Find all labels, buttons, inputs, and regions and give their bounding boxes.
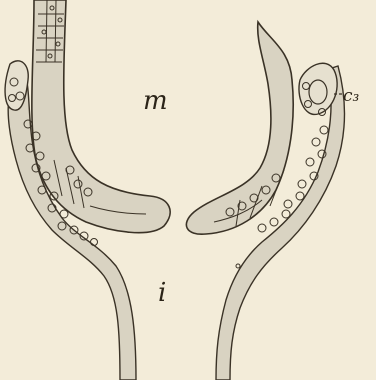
label-m: m	[143, 86, 168, 116]
label-c3: c₃	[343, 86, 359, 106]
speck	[236, 264, 240, 268]
left-lip-band	[32, 0, 170, 233]
label-i: i	[158, 278, 166, 308]
